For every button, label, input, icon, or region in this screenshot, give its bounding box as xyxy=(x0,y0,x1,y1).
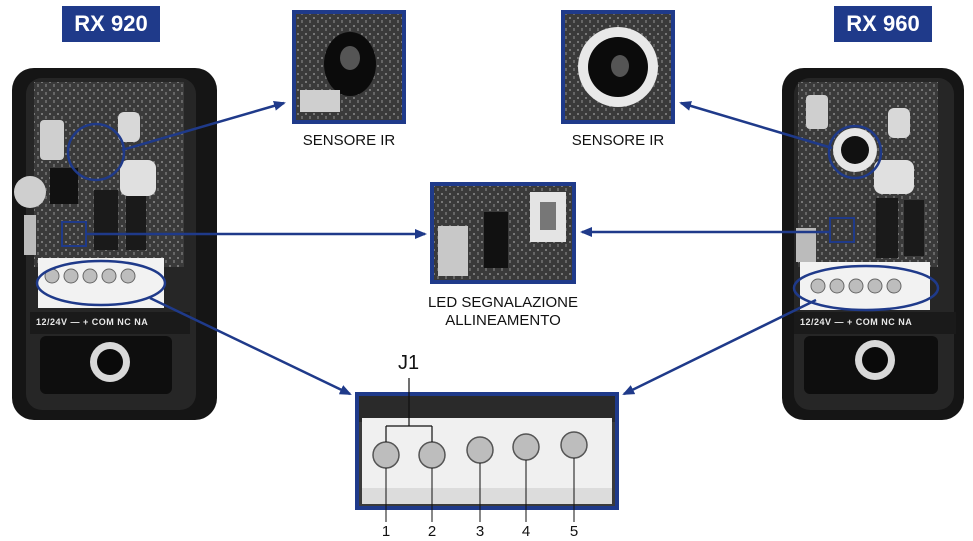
ir-sensor-caption-right: SENSORE IR xyxy=(571,132,665,149)
led-closeup xyxy=(430,182,576,284)
model-badge-rx960: RX 960 xyxy=(834,6,932,42)
terminal-number-5: 5 xyxy=(569,523,579,540)
jumper-label: J1 xyxy=(398,352,420,374)
led-caption-line1: LED SEGNALAZIONE xyxy=(427,294,579,311)
terminal-number-4: 4 xyxy=(521,523,531,540)
ir-sensor-closeup-left xyxy=(292,10,406,124)
ir-sensor-caption-left: SENSORE IR xyxy=(302,132,396,149)
terminal-number-3: 3 xyxy=(475,523,485,540)
device-rx920 xyxy=(12,68,217,420)
led-caption-line2: ALLINEAMENTO xyxy=(445,312,561,329)
terminal-closeup xyxy=(355,378,619,522)
ir-sensor-closeup-right xyxy=(561,10,675,124)
callout-arrows xyxy=(86,100,833,396)
terminal-number-2: 2 xyxy=(427,523,437,540)
device-rx960 xyxy=(782,68,964,420)
board-label-left: 12/24V — + COM NC NA xyxy=(36,317,149,327)
led-caption: LED SEGNALAZIONE ALLINEAMENTO xyxy=(413,294,593,330)
model-badge-rx920: RX 920 xyxy=(62,6,160,42)
terminal-number-1: 1 xyxy=(381,523,391,540)
board-label-right: 12/24V — + COM NC NA xyxy=(800,317,913,327)
